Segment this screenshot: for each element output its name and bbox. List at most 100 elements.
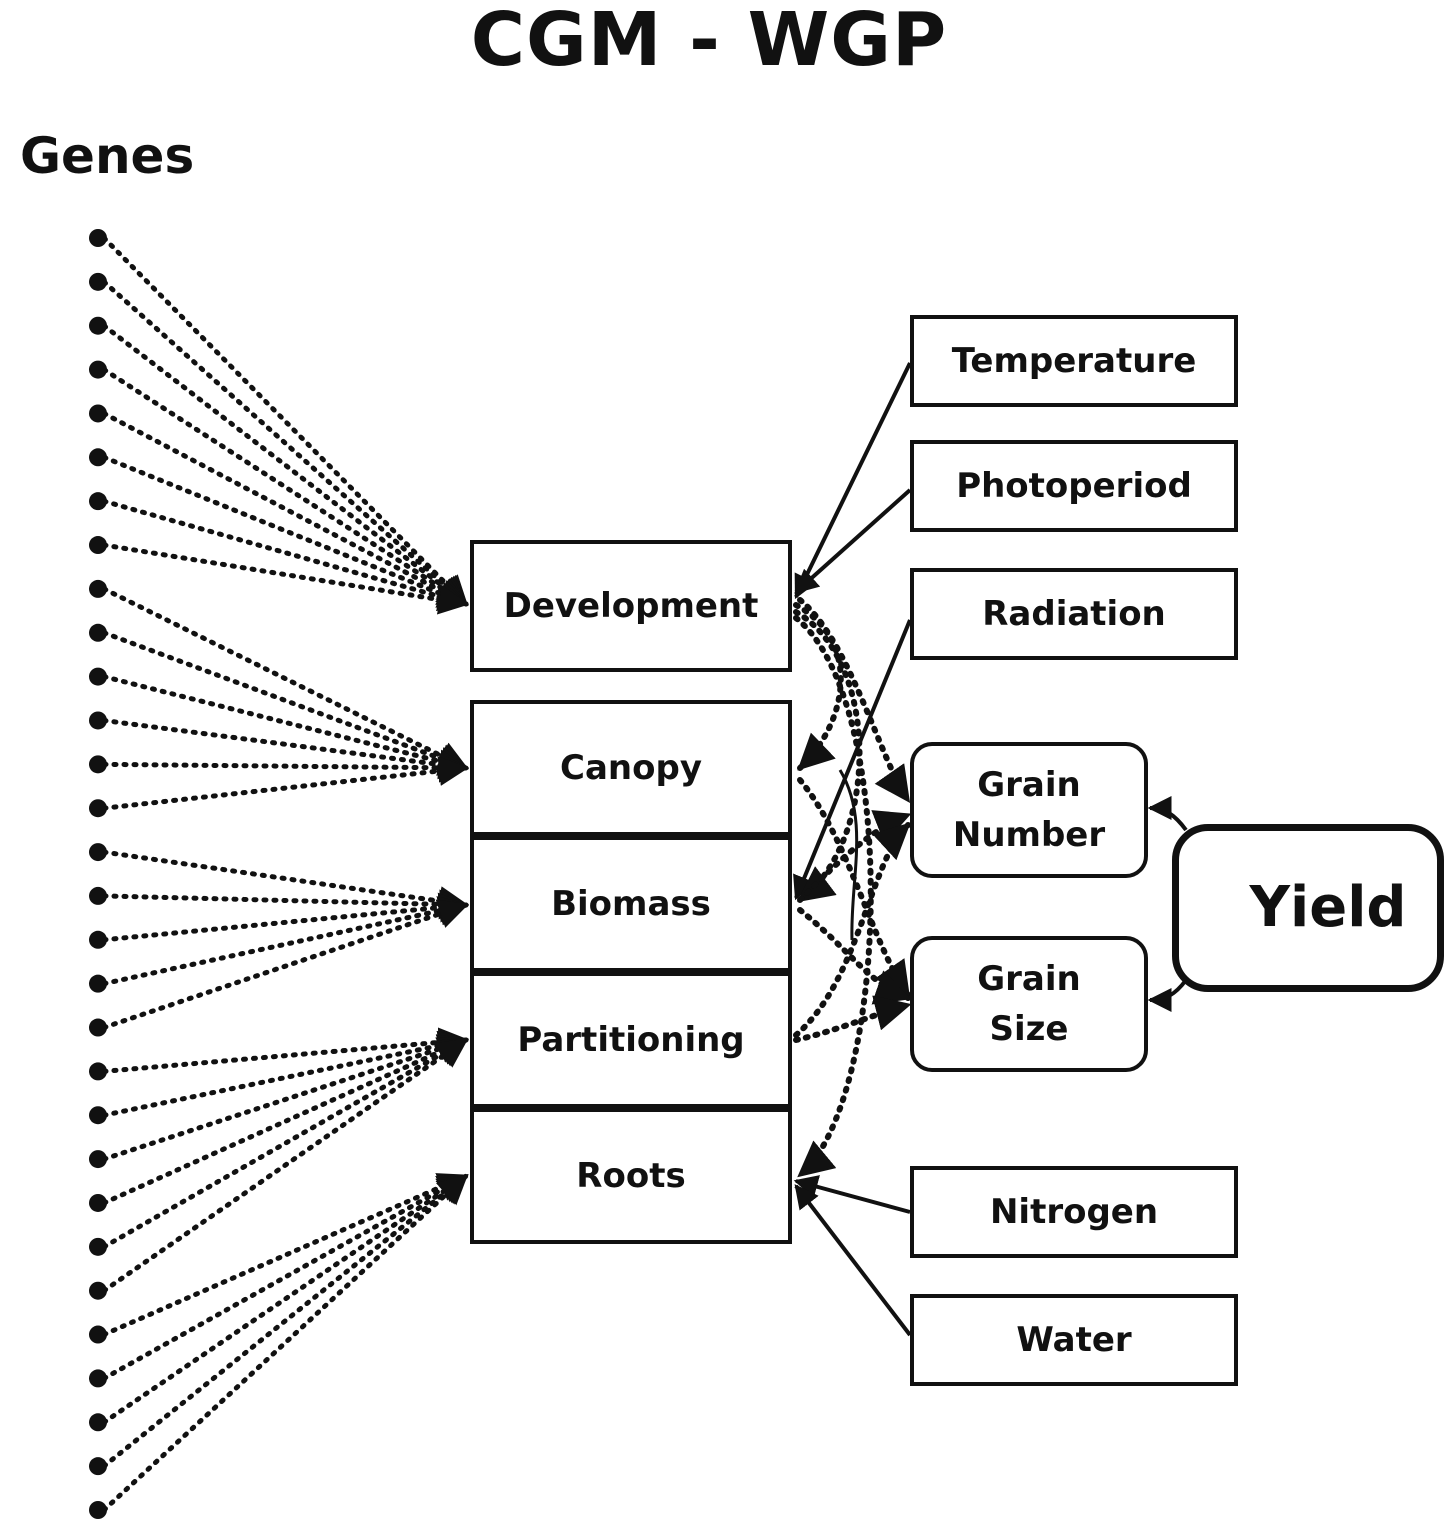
development-to-roots-link — [793, 615, 874, 1178]
gene-dot — [89, 1413, 107, 1432]
gene-connector — [101, 410, 469, 607]
roots-box: Roots — [470, 1108, 792, 1244]
canopy-label: Canopy — [560, 748, 702, 788]
biomass-label: Biomass — [551, 884, 711, 924]
gene-dot — [89, 1018, 107, 1037]
gene-connector — [101, 367, 469, 607]
photoperiod-box: Photoperiod — [910, 440, 1238, 532]
grain-size-box: Grain Size — [910, 936, 1148, 1072]
gene-dot — [89, 1237, 107, 1256]
photoperiod-label: Photoperiod — [956, 466, 1192, 506]
temperature-label: Temperature — [951, 341, 1197, 381]
gene-connector — [101, 717, 469, 780]
gene-connector-group — [101, 235, 469, 1513]
canopy-biomass-solid-link — [838, 769, 859, 941]
gene-dot — [89, 1281, 107, 1300]
partitioning-to-grain-size-link — [793, 995, 912, 1043]
grain-number-label: Grain Number — [952, 765, 1106, 855]
temperature-box: Temperature — [910, 315, 1238, 407]
gene-connector — [101, 1037, 469, 1250]
gene-dot — [89, 1062, 107, 1081]
gene-connector — [101, 899, 469, 1031]
yield-to-grain-size-arrow — [1147, 978, 1188, 1012]
gene-connector — [101, 586, 469, 771]
gene-dot — [89, 974, 107, 993]
gene-dot — [89, 404, 107, 423]
partitioning-box: Partitioning — [470, 972, 792, 1108]
yield-box: Yield — [1172, 824, 1444, 992]
gene-dot — [89, 492, 107, 511]
gene-dot — [89, 930, 107, 949]
gene-dot — [89, 1193, 107, 1212]
gene-connector — [101, 1173, 469, 1338]
gene-dot-group — [89, 229, 107, 1519]
gene-connector — [101, 889, 469, 920]
gene-connector — [101, 752, 469, 783]
gene-connector — [101, 454, 469, 608]
gene-dot — [89, 799, 107, 818]
diagram-title: CGM - WGP — [470, 0, 948, 83]
gene-dot — [89, 272, 107, 291]
gene-connector — [101, 849, 469, 916]
gene-dot — [89, 1369, 107, 1388]
gene-connector — [101, 756, 469, 811]
gene-dot — [89, 448, 107, 467]
gene-dot — [89, 1457, 107, 1476]
gene-connector — [101, 1037, 469, 1294]
development-label: Development — [503, 586, 759, 626]
grain-number-box: Grain Number — [910, 742, 1148, 878]
gene-dot — [89, 1501, 107, 1519]
gene-connector — [101, 1027, 469, 1074]
gene-connector — [101, 1173, 469, 1381]
gene-connector — [101, 896, 469, 987]
photoperiod-connector — [794, 488, 912, 594]
gene-dot — [89, 360, 107, 379]
gene-connector — [101, 630, 469, 773]
canopy-box: Canopy — [470, 700, 792, 836]
gene-connector — [101, 323, 469, 607]
gene-dot — [89, 667, 107, 686]
yield-to-grain-number-arrow — [1147, 796, 1188, 832]
gene-dot — [89, 843, 107, 862]
gene-dot — [89, 536, 107, 555]
radiation-label: Radiation — [982, 594, 1166, 634]
gene-dot — [89, 1325, 107, 1344]
gene-connector — [101, 542, 469, 615]
genes-label: Genes — [20, 127, 195, 185]
partitioning-label: Partitioning — [517, 1020, 745, 1060]
nitrogen-box: Nitrogen — [910, 1166, 1238, 1258]
biomass-to-grain-number-link — [797, 810, 912, 903]
roots-label: Roots — [576, 1156, 686, 1196]
gene-dot — [89, 229, 107, 247]
gene-dot — [89, 623, 107, 642]
radiation-box: Radiation — [910, 568, 1238, 660]
gene-connector — [101, 1030, 469, 1118]
biomass-box: Biomass — [470, 836, 792, 972]
gene-dot — [89, 1106, 107, 1125]
grain-size-label: Grain Size — [977, 959, 1081, 1049]
development-to-grain-number-link — [797, 597, 911, 803]
biomass-to-grain-size-link — [797, 907, 912, 1005]
partitioning-to-grain-number-link — [793, 822, 911, 1038]
gene-connector — [101, 674, 469, 776]
temperature-connector — [794, 362, 912, 600]
gene-connector — [101, 1173, 469, 1425]
gene-dot — [89, 886, 107, 905]
gene-dot — [89, 1150, 107, 1169]
gene-connector — [101, 892, 469, 943]
water-label: Water — [1016, 1320, 1132, 1360]
gene-connector — [101, 1037, 469, 1206]
gene-dot — [89, 316, 107, 335]
gene-dot — [89, 579, 107, 598]
gene-dot — [89, 755, 107, 774]
gene-connector — [101, 1173, 469, 1469]
gene-connector — [101, 235, 469, 607]
gene-connector — [101, 498, 469, 612]
gene-connector — [101, 1034, 469, 1162]
nitrogen-label: Nitrogen — [989, 1192, 1159, 1232]
water-connector — [794, 1184, 912, 1337]
radiation-connector — [793, 619, 912, 901]
gene-connector — [101, 1173, 469, 1513]
water-box: Water — [910, 1294, 1238, 1386]
